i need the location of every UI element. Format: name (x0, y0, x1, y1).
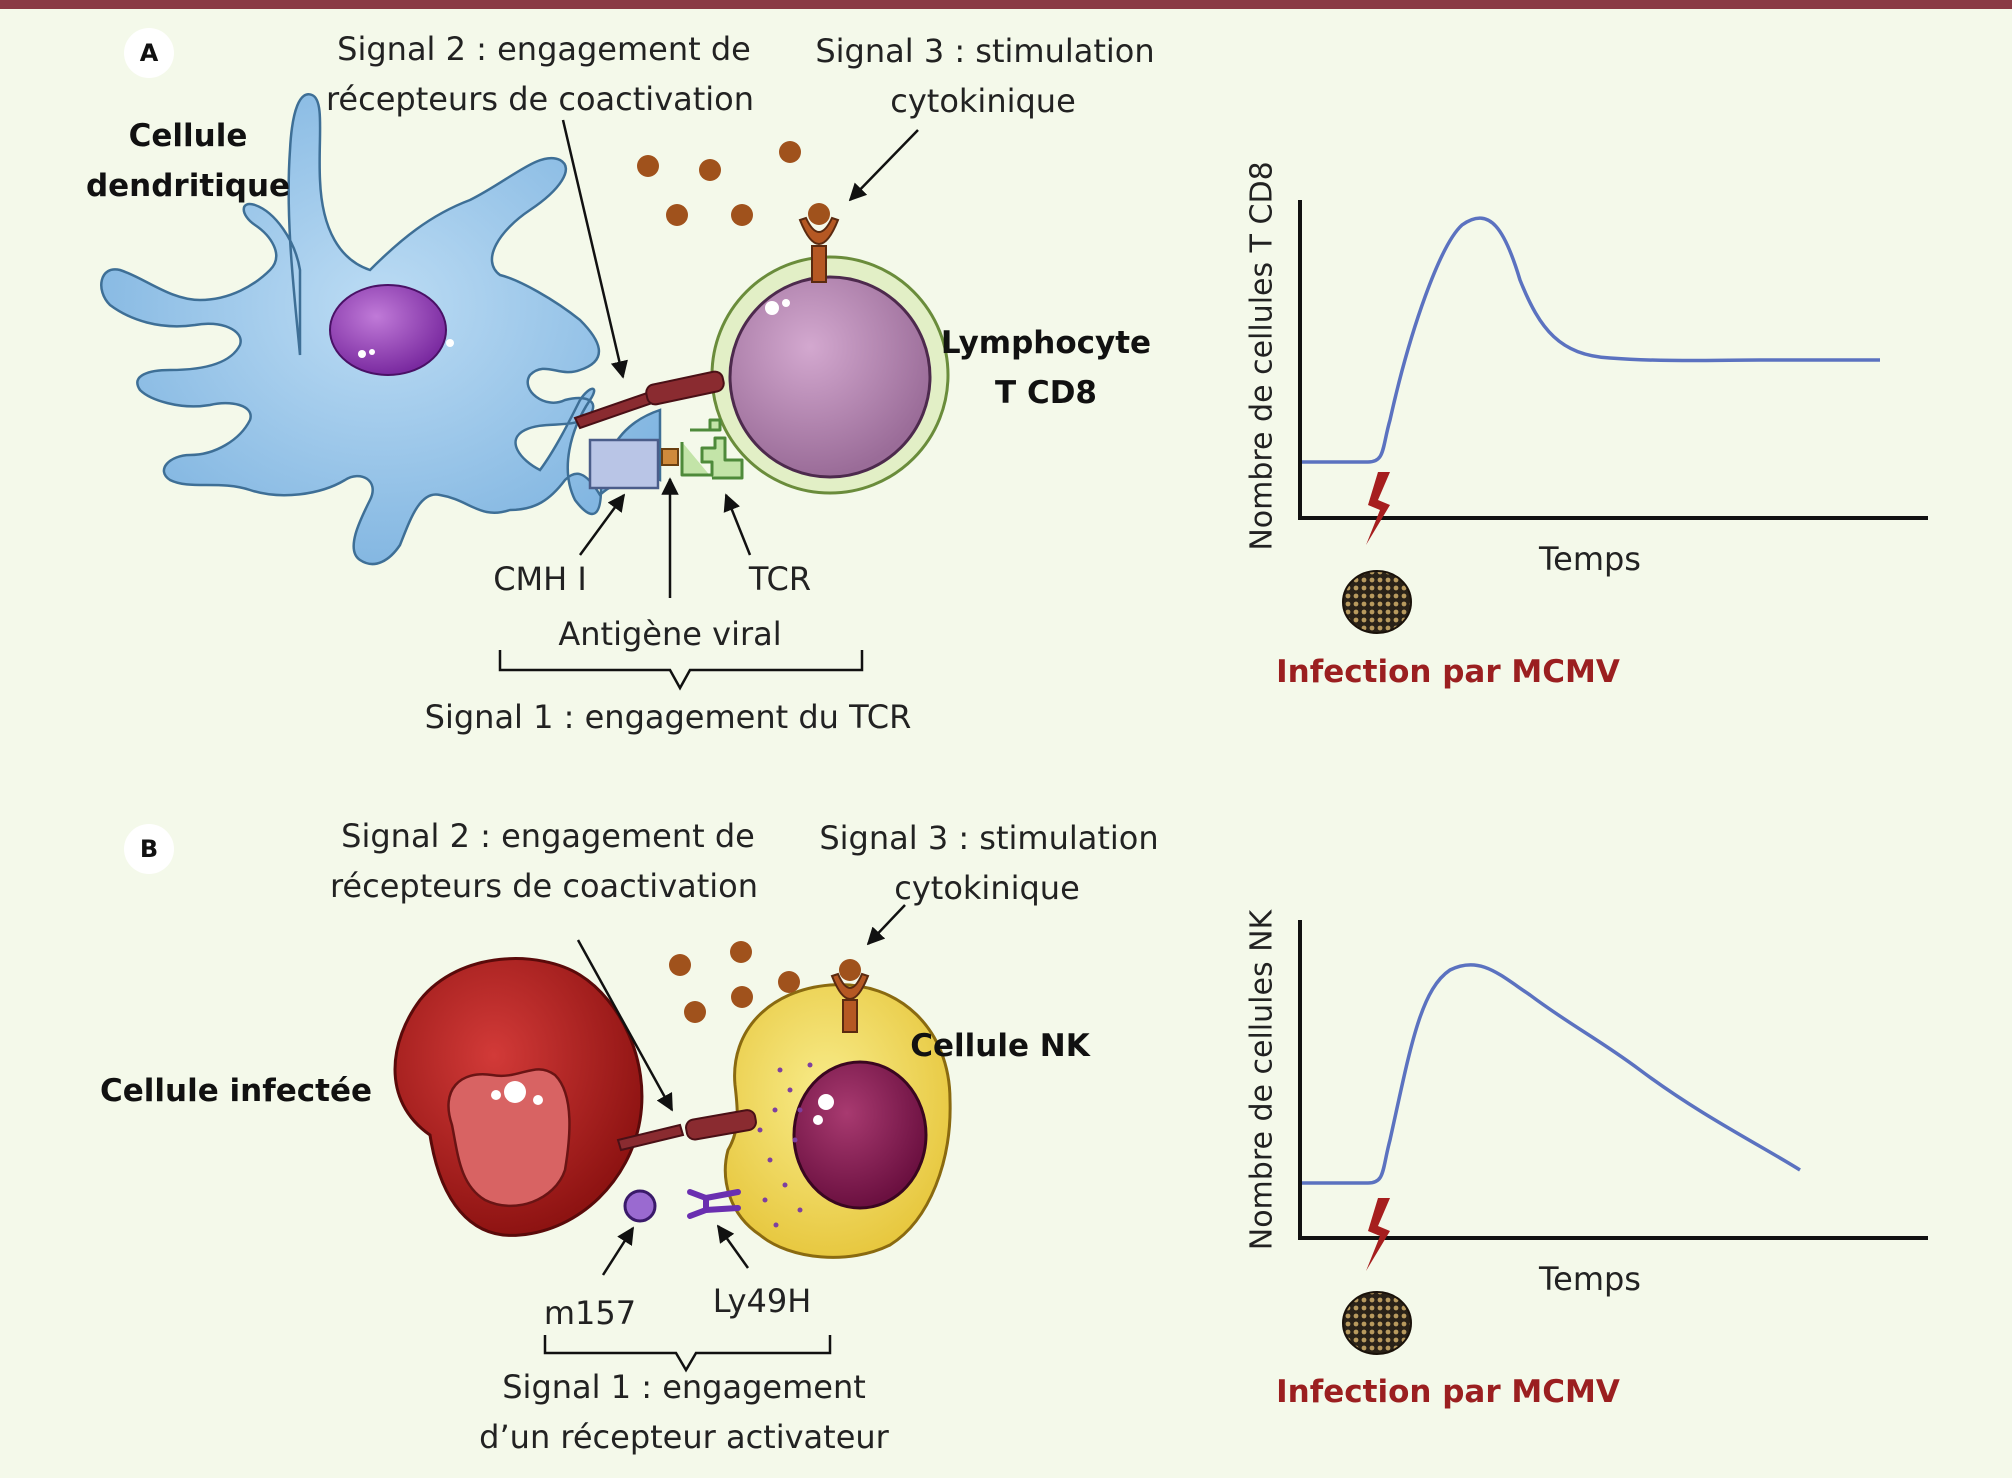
tcr (680, 418, 744, 480)
curve-cd8 (1302, 216, 1880, 464)
chart-a-infection-label: Infection par MCMV (1276, 654, 1620, 690)
signal2-arrow-b (576, 939, 674, 1112)
signal2-label-line1: Signal 2 : engagement de (337, 30, 751, 68)
nk-cell (723, 983, 952, 1259)
signal1-brace (498, 650, 864, 691)
signal2-arrow (561, 119, 628, 379)
chart-b (1298, 920, 1928, 1355)
signal3-label-line1: Signal 3 : stimulation (815, 32, 1155, 70)
m157-arrow (601, 1226, 635, 1276)
nk-cell-label: Cellule NK (910, 1028, 1090, 1064)
signal3-label-b-line1: Signal 3 : stimulation (819, 819, 1159, 857)
signal1-brace-b (543, 1335, 832, 1373)
cmh-label: CMH I (493, 560, 587, 598)
coactivation-receptors (573, 370, 725, 430)
dendritic-cell (100, 93, 662, 566)
dendritic-cell-label-line2: dendritique (85, 168, 291, 204)
tcr-label: TCR (748, 560, 812, 598)
chart-b-y-axis-label: Nombre de cellules NK (1244, 909, 1280, 1251)
signal2-label-b-line2: récepteurs de coactivation (329, 867, 759, 905)
signal3-arrow-b (866, 904, 906, 946)
cytokines (637, 141, 801, 226)
ly49h-arrow (716, 1224, 750, 1269)
curve-nk (1302, 963, 1801, 1185)
lightning-icon (1366, 472, 1390, 545)
panel-letter-a: A (124, 28, 174, 78)
virus-icon (1342, 570, 1412, 634)
infected-cell (393, 957, 644, 1237)
t-cd8-lymphocyte (710, 255, 950, 495)
viral-antigen (661, 448, 679, 466)
cytokine-receptor (798, 203, 840, 283)
signal2-label-line2: récepteurs de coactivation (325, 80, 755, 118)
lightning-icon (1366, 1198, 1390, 1271)
virus-icon (1342, 1291, 1412, 1355)
signal3-arrow (848, 129, 919, 202)
cmh-arrow (578, 493, 626, 556)
chart-b-infection-label: Infection par MCMV (1276, 1374, 1620, 1410)
signal2-label-b-line1: Signal 2 : engagement de (341, 817, 755, 855)
signal3-label-b-line2: cytokinique (894, 869, 1080, 907)
ly49h-label: Ly49H (712, 1282, 812, 1320)
ly49h-receptor (687, 1189, 741, 1219)
chart-a-y-axis-label: Nombre de cellules T CD8 (1244, 161, 1280, 551)
m157-ligand (623, 1189, 657, 1223)
top-border (0, 0, 2012, 9)
signal1-label-b-line1: Signal 1 : engagement (502, 1368, 866, 1406)
panel-letter-b: B (124, 824, 174, 874)
cytokines-b (669, 941, 800, 1023)
chart-a (1298, 200, 1928, 634)
m157-label: m157 (543, 1294, 637, 1332)
infected-cell-label: Cellule infectée (100, 1073, 372, 1109)
tcr-arrow (723, 493, 752, 556)
antigen-label: Antigène viral (558, 615, 782, 653)
chart-a-x-axis-label: Temps (1539, 540, 1641, 578)
mhc-i (588, 438, 660, 490)
signal3-label-line2: cytokinique (890, 82, 1076, 120)
coactivation-receptors-b (616, 1109, 757, 1152)
lymphocyte-label-line1: Lymphocyte (940, 325, 1152, 361)
signal1-label-b-line2: d’un récepteur activateur (479, 1418, 889, 1456)
lymphocyte-label-line2: T CD8 (995, 375, 1097, 411)
dendritic-cell-label-line1: Cellule (128, 118, 248, 154)
cytokine-receptor-nk (830, 959, 870, 1033)
signal1-label: Signal 1 : engagement du TCR (424, 698, 912, 736)
chart-b-x-axis-label: Temps (1539, 1260, 1641, 1298)
